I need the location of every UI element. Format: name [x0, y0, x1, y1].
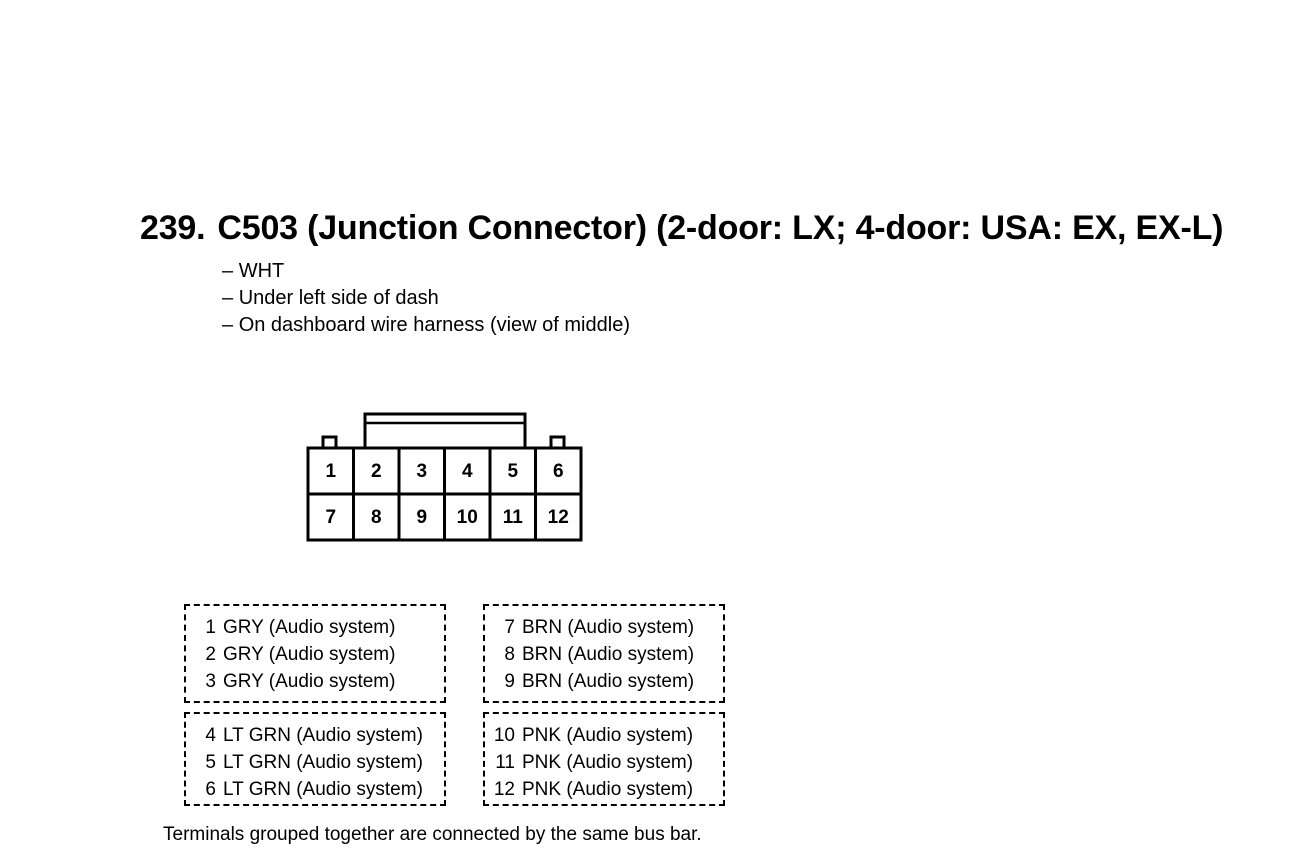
- detail-harness: On dashboard wire harness (view of middl…: [222, 312, 630, 339]
- terminal-number: 10: [493, 725, 515, 746]
- terminal-row: 7 BRN (Audio system): [485, 614, 723, 641]
- terminal-row: 2 GRY (Audio system): [186, 641, 444, 668]
- terminal-number: 1: [205, 617, 216, 638]
- terminal-4: 4: [462, 461, 473, 482]
- terminal-row: 3 GRY (Audio system): [186, 668, 444, 695]
- wire-description: GRY (Audio system): [223, 644, 396, 665]
- wire-description: PNK (Audio system): [522, 725, 694, 746]
- bus-bar-group-lt-grn: 4 LT GRN (Audio system) 5 LT GRN (Audio sy…: [184, 712, 446, 806]
- terminal-row: 1 GRY (Audio system): [186, 614, 444, 641]
- terminal-number: 11: [495, 752, 515, 773]
- connector-lock-tab: [363, 412, 527, 448]
- terminal-number: 9: [504, 671, 515, 692]
- terminal-row: 8 BRN (Audio system): [485, 641, 723, 668]
- terminal-11: 11: [503, 507, 524, 528]
- terminal-number: 5: [205, 752, 216, 773]
- wire-description: PNK (Audio system): [522, 779, 694, 800]
- terminal-number: 3: [205, 671, 216, 692]
- connector-diagram: 1 2 3 4 5 6 7 8 9 10 11 12: [300, 405, 590, 552]
- terminal-6: 6: [553, 461, 564, 482]
- terminal-8: 8: [371, 507, 382, 528]
- wire-description: LT GRN (Audio system): [223, 725, 423, 746]
- wire-description: BRN (Audio system): [522, 671, 695, 692]
- wire-description: BRN (Audio system): [522, 644, 695, 665]
- terminal-number: 12: [493, 779, 515, 800]
- terminal-2: 2: [371, 461, 382, 482]
- terminal-number: 4: [205, 725, 216, 746]
- terminal-number: 6: [205, 779, 216, 800]
- connector-name: C503 (Junction Connector) (2-door: LX; 4…: [217, 209, 1224, 247]
- connector-details: WHT Under left side of dash On dashboard…: [222, 258, 630, 339]
- wire-description: PNK (Audio system): [522, 752, 694, 773]
- connector-number: 239.: [140, 209, 206, 247]
- terminal-row: 5 LT GRN (Audio system): [186, 749, 444, 776]
- terminal-7: 7: [325, 507, 336, 528]
- terminal-row: 4 LT GRN (Audio system): [186, 722, 444, 749]
- terminal-12: 12: [548, 507, 569, 528]
- terminal-3: 3: [416, 461, 427, 482]
- terminal-row: 12 PNK (Audio system): [485, 776, 723, 803]
- wire-description: GRY (Audio system): [223, 671, 396, 692]
- terminal-row: 9 BRN (Audio system): [485, 668, 723, 695]
- connector-face: 1 2 3 4 5 6 7 8 9 10 11 12: [306, 412, 583, 542]
- connector-title: 239. C503 (Junction Connector) (2-door: L…: [140, 209, 1223, 248]
- terminal-number: 7: [504, 617, 515, 638]
- connector-key-left: [321, 435, 338, 448]
- terminal-9: 9: [416, 507, 427, 528]
- terminal-5: 5: [507, 461, 518, 482]
- bus-bar-note: Terminals grouped together are connected…: [163, 824, 702, 845]
- wire-description: LT GRN (Audio system): [223, 779, 423, 800]
- terminal-row: 6 LT GRN (Audio system): [186, 776, 444, 803]
- wire-description: BRN (Audio system): [522, 617, 695, 638]
- wire-description: LT GRN (Audio system): [223, 752, 423, 773]
- terminal-row: 11 PNK (Audio system): [485, 749, 723, 776]
- terminal-number: 2: [205, 644, 216, 665]
- detail-color: WHT: [222, 258, 630, 285]
- terminal-row: 10 PNK (Audio system): [485, 722, 723, 749]
- wire-description: GRY (Audio system): [223, 617, 396, 638]
- detail-location: Under left side of dash: [222, 285, 630, 312]
- connector-key-right: [549, 435, 566, 448]
- terminal-10: 10: [457, 507, 478, 528]
- terminal-number: 8: [504, 644, 515, 665]
- terminal-1: 1: [325, 461, 336, 482]
